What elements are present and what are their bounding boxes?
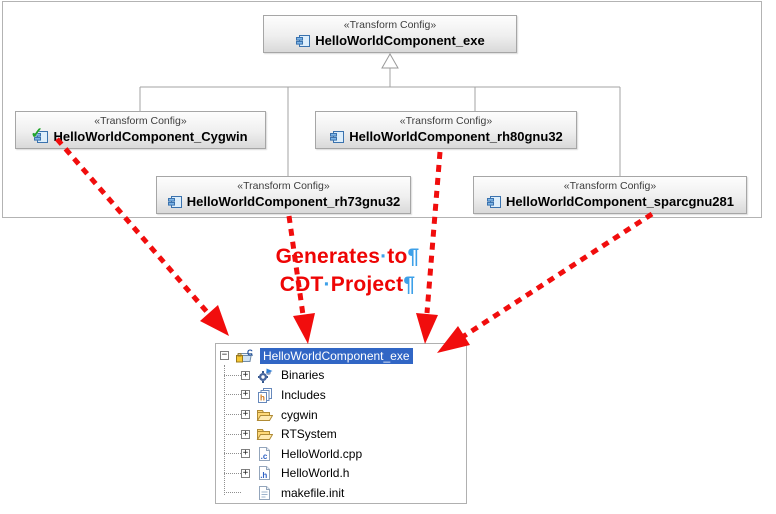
tree-item-includes[interactable]: + h Includes	[224, 385, 466, 405]
config-name: HelloWorldComponent_rh80gnu32	[349, 129, 563, 144]
tree-stub-line	[224, 433, 241, 435]
tree-item-label[interactable]: HelloWorldComponent_exe	[260, 347, 413, 364]
tree-item-cygwin[interactable]: + cygwin	[224, 405, 466, 425]
tree-guide-line	[224, 365, 225, 495]
config-name: HelloWorldComponent_exe	[315, 33, 485, 48]
annotation-line-2: CDT·Project¶	[279, 273, 416, 296]
file-icon	[256, 485, 273, 501]
component-icon	[329, 130, 345, 144]
cdt-project-tree[interactable]: − C HelloWorldComponent_exe + Binaries +…	[215, 343, 467, 504]
tree-item-rtsystem[interactable]: + RTSystem	[224, 424, 466, 444]
tree-item-label[interactable]: Binaries	[281, 368, 325, 383]
includes-icon: h	[256, 387, 273, 403]
c-file-icon: .c	[256, 446, 273, 462]
open-folder-icon	[256, 407, 274, 423]
arrowhead-icon	[293, 313, 315, 344]
expand-toggle[interactable]: +	[241, 428, 250, 439]
tree-item-helloworld-cpp[interactable]: + .c HelloWorld.cpp	[224, 444, 466, 464]
expand-spacer	[241, 488, 250, 497]
tree-item-label[interactable]: HelloWorld.cpp	[281, 446, 363, 461]
config-name: HelloWorldComponent_Cygwin	[53, 129, 248, 144]
tree-item-label[interactable]: RTSystem	[281, 427, 337, 442]
tree-stub-line	[224, 414, 241, 416]
arrow-sparc-line	[462, 211, 654, 339]
arrowhead-icon	[200, 305, 229, 336]
svg-text:h: h	[260, 393, 265, 402]
h-file-icon: .h	[256, 465, 273, 481]
transform-config-cygwin-box[interactable]: «Transform Config» ✓ HelloWorldComponent…	[15, 111, 266, 149]
collapse-toggle[interactable]: −	[220, 350, 229, 361]
pilcrow-mark-icon: ¶	[403, 273, 416, 296]
green-check-icon: ✓	[30, 124, 44, 142]
stereotype-label: «Transform Config»	[94, 115, 187, 127]
tree-stub-line	[224, 492, 241, 494]
expand-toggle[interactable]: +	[241, 409, 250, 420]
stereotype-label: «Transform Config»	[563, 180, 657, 192]
tree-item-label[interactable]: Includes	[281, 387, 326, 402]
pilcrow-mark-icon: ¶	[407, 245, 420, 268]
tree-stub-line	[224, 453, 241, 455]
tree-item-label[interactable]: HelloWorld.h	[281, 466, 350, 481]
tree-item-binaries[interactable]: + Binaries	[224, 366, 466, 386]
tree-item-label[interactable]: makefile.init	[281, 485, 345, 500]
transform-config-sparc-box[interactable]: «Transform Config» HelloWorldComponent_s…	[473, 176, 747, 214]
tree-stub-line	[224, 472, 241, 474]
component-icon	[295, 34, 311, 48]
tree-stub-line	[224, 374, 241, 376]
svg-text:.c: .c	[261, 452, 268, 461]
component-icon	[167, 195, 183, 209]
tree-item-label[interactable]: cygwin	[281, 407, 318, 422]
annotation-line-1: Generates·to¶	[275, 245, 420, 268]
component-checked-icon: ✓	[30, 125, 49, 144]
expand-toggle[interactable]: +	[241, 369, 250, 380]
config-name: HelloWorldComponent_rh73gnu32	[186, 194, 401, 209]
tree-item-helloworld-h[interactable]: + .h HelloWorld.h	[224, 464, 466, 484]
svg-text:.h: .h	[260, 471, 267, 480]
arrowhead-icon	[416, 313, 438, 344]
transform-config-rh73-box[interactable]: «Transform Config» HelloWorldComponent_r…	[156, 176, 411, 214]
tree-stub-line	[224, 394, 241, 396]
tree-item-makefile-init[interactable]: makefile.init	[224, 483, 466, 503]
component-icon	[486, 195, 502, 209]
open-folder-icon	[256, 426, 274, 442]
expand-toggle[interactable]: +	[241, 467, 250, 478]
transform-config-exe-box[interactable]: «Transform Config» HelloWorldComponent_e…	[263, 15, 517, 53]
tree-item-project-root[interactable]: − C HelloWorldComponent_exe	[216, 346, 466, 366]
stereotype-label: «Transform Config»	[399, 115, 493, 127]
expand-toggle[interactable]: +	[241, 389, 250, 400]
transform-config-rh80-box[interactable]: «Transform Config» HelloWorldComponent_r…	[315, 111, 577, 149]
generates-to-cdt-annotation: Generates·to¶ CDT·Project¶	[240, 243, 455, 299]
stereotype-label: «Transform Config»	[237, 180, 330, 192]
c-project-icon: C	[234, 348, 255, 364]
expand-toggle[interactable]: +	[241, 448, 250, 459]
binaries-icon	[256, 367, 273, 384]
stereotype-label: «Transform Config»	[343, 19, 437, 31]
config-name: HelloWorldComponent_sparcgnu281	[505, 194, 734, 209]
svg-text:C: C	[247, 348, 253, 357]
